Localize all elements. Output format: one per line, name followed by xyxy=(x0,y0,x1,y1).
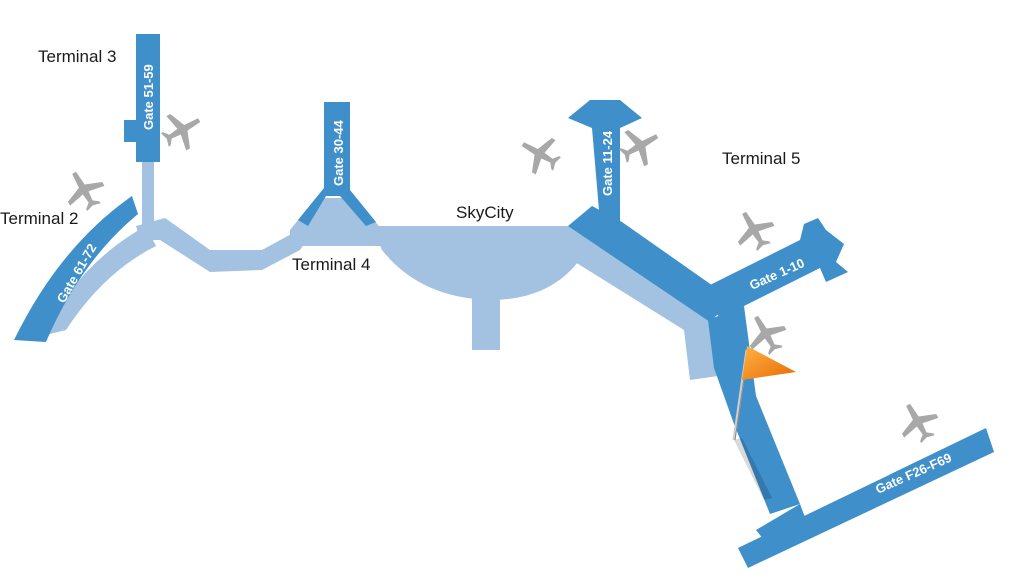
gate-51-59-label: Gate 51-59 xyxy=(141,64,156,130)
terminal-4-label: Terminal 4 xyxy=(292,255,370,274)
pier-structures xyxy=(14,34,994,568)
concourse-area xyxy=(42,160,718,380)
airplane-icon xyxy=(726,202,782,258)
airplane-icon xyxy=(154,102,210,158)
terminal-labels: Terminal 2 Terminal 3 Terminal 4 Termina… xyxy=(0,47,800,274)
flag-marker-icon xyxy=(732,346,796,500)
airplane-icon xyxy=(512,126,568,182)
terminal-5-label: Terminal 5 xyxy=(722,149,800,168)
terminal-2-label: Terminal 2 xyxy=(0,209,78,228)
gate-11-24-label: Gate 11-24 xyxy=(600,130,615,196)
airplane-icon xyxy=(890,394,946,450)
gate-30-44-label: Gate 30-44 xyxy=(331,119,346,186)
terminal-3-label: Terminal 3 xyxy=(38,47,116,66)
skycity-label: SkyCity xyxy=(456,203,514,222)
